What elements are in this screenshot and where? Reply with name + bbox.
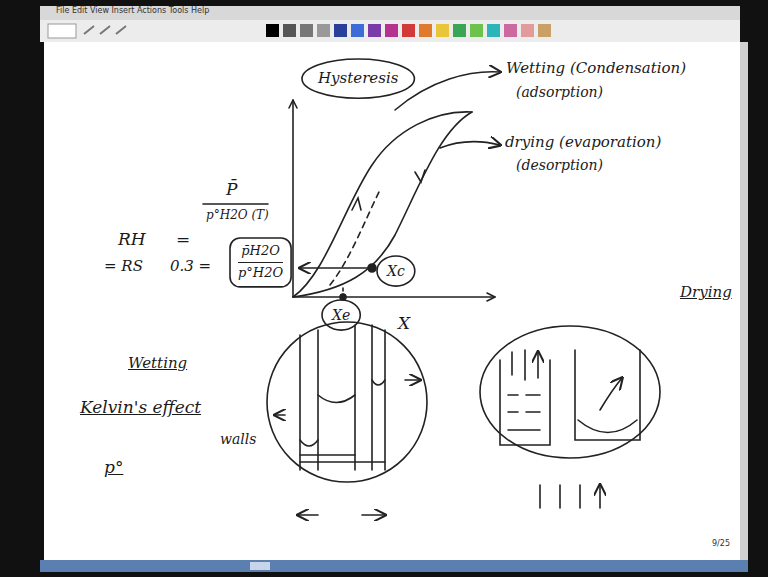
curve-note: (adsorption) [516,85,603,100]
drying-curve [293,112,472,297]
axes [293,100,495,297]
heading: Drying [680,284,732,301]
heading: Wetting [128,355,187,372]
node-text: Xe [332,307,350,323]
title-ellipse: Hysteresis [306,62,410,95]
page-number: 9/25 [712,540,730,549]
value-circle: Xe [326,303,356,327]
scanning-curve [330,190,380,285]
value: 0.3 = [170,258,211,275]
numerator: P̄ [226,180,237,199]
node-text: Hysteresis [318,70,398,87]
value-circle: Xc [381,259,411,283]
node-text: p°H2O [238,266,283,281]
menu-bar: File Edit View Insert Actions Tools Help [56,7,209,16]
pore-figure [267,322,427,482]
wetting-curve [293,112,472,297]
heading: Kelvin's effect [80,398,201,417]
denominator: p°H2O (T) [206,209,269,222]
node-text: p̄H2O [238,244,283,263]
drying-figure [480,326,660,458]
equals: = [176,230,190,249]
toolbar-icons [48,24,551,38]
curve-note: (desorption) [516,158,603,173]
axis-label: X [398,314,410,333]
symbol: RH [118,230,146,249]
note: walls [220,432,256,447]
symbol: = RS [104,258,143,275]
curve-label: Wetting (Condensation) [506,60,686,77]
symbol: p° [104,458,123,477]
curve-label: drying (evaporation) [505,134,661,151]
node-text: Xc [387,263,405,279]
ratio-box: p̄H2O p°H2O [232,240,289,285]
